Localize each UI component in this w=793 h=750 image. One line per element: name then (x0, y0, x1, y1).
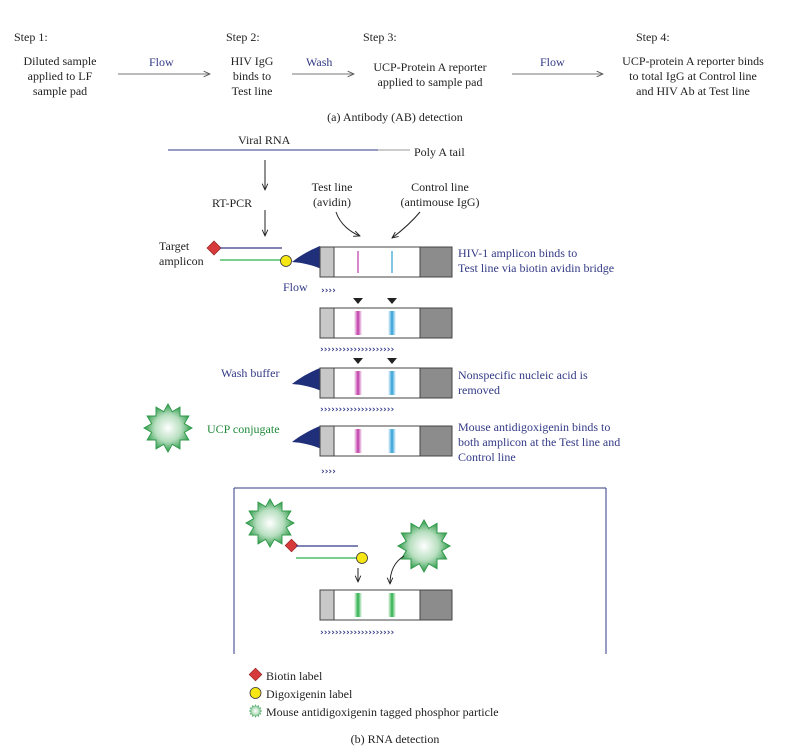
legend-digoxigenin-text: Digoxigenin label (266, 687, 353, 701)
flow-chevrons-1: ›››› (321, 286, 336, 296)
ucp-pad (290, 425, 324, 454)
step3-desc-1: Nonspecific nucleic acid is (458, 368, 588, 382)
step3-line1: UCP-Protein A reporter (373, 60, 487, 74)
test-line-pointer (335, 211, 360, 236)
legend-particle-icon (248, 704, 263, 718)
lf-strip-2 (319, 307, 453, 339)
lf-strip-1 (319, 246, 453, 278)
ucp-particle-1 (143, 403, 193, 453)
step2-title: Step 2: (226, 30, 260, 44)
strip3-control-line (388, 371, 396, 395)
step2-line3: Test line (231, 84, 273, 98)
strip4-test-line (354, 429, 362, 453)
legend-biotin-icon (248, 667, 263, 682)
step2-line1: HIV IgG (230, 54, 274, 68)
wash-buffer-label: Wash buffer (221, 366, 280, 380)
control-line-label-2: (antimouse IgG) (400, 195, 480, 209)
ucp-particle-free (397, 519, 451, 573)
flow-chevrons-result: ›››››››››››››››››››› (320, 628, 394, 638)
strip3-test-line (354, 371, 362, 395)
step3-desc-2: removed (458, 383, 500, 397)
step4-desc-2: both amplicon at the Test line and (458, 435, 621, 449)
legend-particle-text: Mouse antidigoxigenin tagged phosphor pa… (266, 705, 499, 719)
step4-desc-1: Mouse antidigoxigenin binds to (458, 420, 611, 434)
step2-line2: binds to (232, 69, 272, 83)
step1-line3: sample pad (32, 84, 88, 98)
result-control-line (388, 593, 396, 617)
lf-strip-result (319, 589, 453, 621)
flow-chevrons-4: ›››› (321, 467, 336, 477)
strip2-control-line (388, 311, 396, 335)
strip3-arrow-test (353, 358, 363, 364)
step1-desc-2: Test line via biotin avidin bridge (458, 261, 615, 275)
result-test-line (354, 593, 362, 617)
step4-title: Step 4: (636, 30, 670, 44)
arrow3-label: Flow (540, 55, 565, 69)
rt-pcr-label: RT-PCR (212, 196, 253, 210)
arrow2-label: Wash (306, 55, 333, 69)
legend-digoxigenin-icon (249, 687, 262, 699)
strip2-arrow-test (353, 298, 363, 304)
step4-line1: UCP-protein A reporter binds (622, 54, 764, 68)
viral-rna-label: Viral RNA (238, 133, 291, 147)
ucp-particle-bound (245, 498, 295, 548)
step1-title: Step 1: (14, 30, 48, 44)
step4-line2: to total IgG at Control line (629, 69, 757, 83)
strip2-test-line (354, 311, 362, 335)
step1-desc-1: HIV-1 amplicon binds to (458, 246, 578, 260)
strip2-arrow-control (387, 298, 397, 304)
wash-pad (290, 367, 324, 396)
strip3-arrow-control (387, 358, 397, 364)
caption-b: (b) RNA detection (350, 732, 440, 746)
caption-a: (a) Antibody (AB) detection (327, 110, 463, 124)
step1-line1: Diluted sample (23, 54, 97, 68)
result-curved-arrow (390, 555, 405, 584)
step4-desc-3: Control line (458, 450, 516, 464)
digoxigenin-label-marker (280, 255, 292, 267)
ucp-conjugate-label: UCP conjugate (207, 422, 280, 436)
step3-title: Step 3: (363, 30, 397, 44)
lf-strip-4 (319, 425, 453, 457)
step3-line2: applied to sample pad (377, 75, 483, 89)
poly-a-label: Poly A tail (414, 145, 465, 159)
step1-line2: applied to LF (27, 69, 93, 83)
test-line-label-2: (avidin) (313, 195, 351, 209)
legend-biotin-text: Biotin label (266, 669, 323, 683)
target-amplicon-label-2: amplicon (159, 254, 204, 268)
step4-line3: and HIV Ab at Test line (636, 84, 750, 98)
strip4-control-line (388, 429, 396, 453)
test-line-label-1: Test line (311, 180, 353, 194)
sample-pad-1 (290, 245, 324, 274)
flow-chevrons-2: ›››››››››››››››››››› (320, 345, 394, 355)
result-digoxigenin-marker (356, 552, 368, 564)
control-line-label-1: Control line (411, 180, 469, 194)
lf-strip-3 (319, 367, 453, 399)
target-amplicon-label-1: Target (159, 239, 190, 253)
control-line-pointer (392, 211, 421, 238)
flow-label: Flow (283, 280, 308, 294)
flow-chevrons-3: ›››››››››››››››››››› (320, 405, 394, 415)
biotin-label-marker (206, 240, 222, 256)
arrow1-label: Flow (149, 55, 174, 69)
result-biotin-marker (284, 538, 299, 553)
